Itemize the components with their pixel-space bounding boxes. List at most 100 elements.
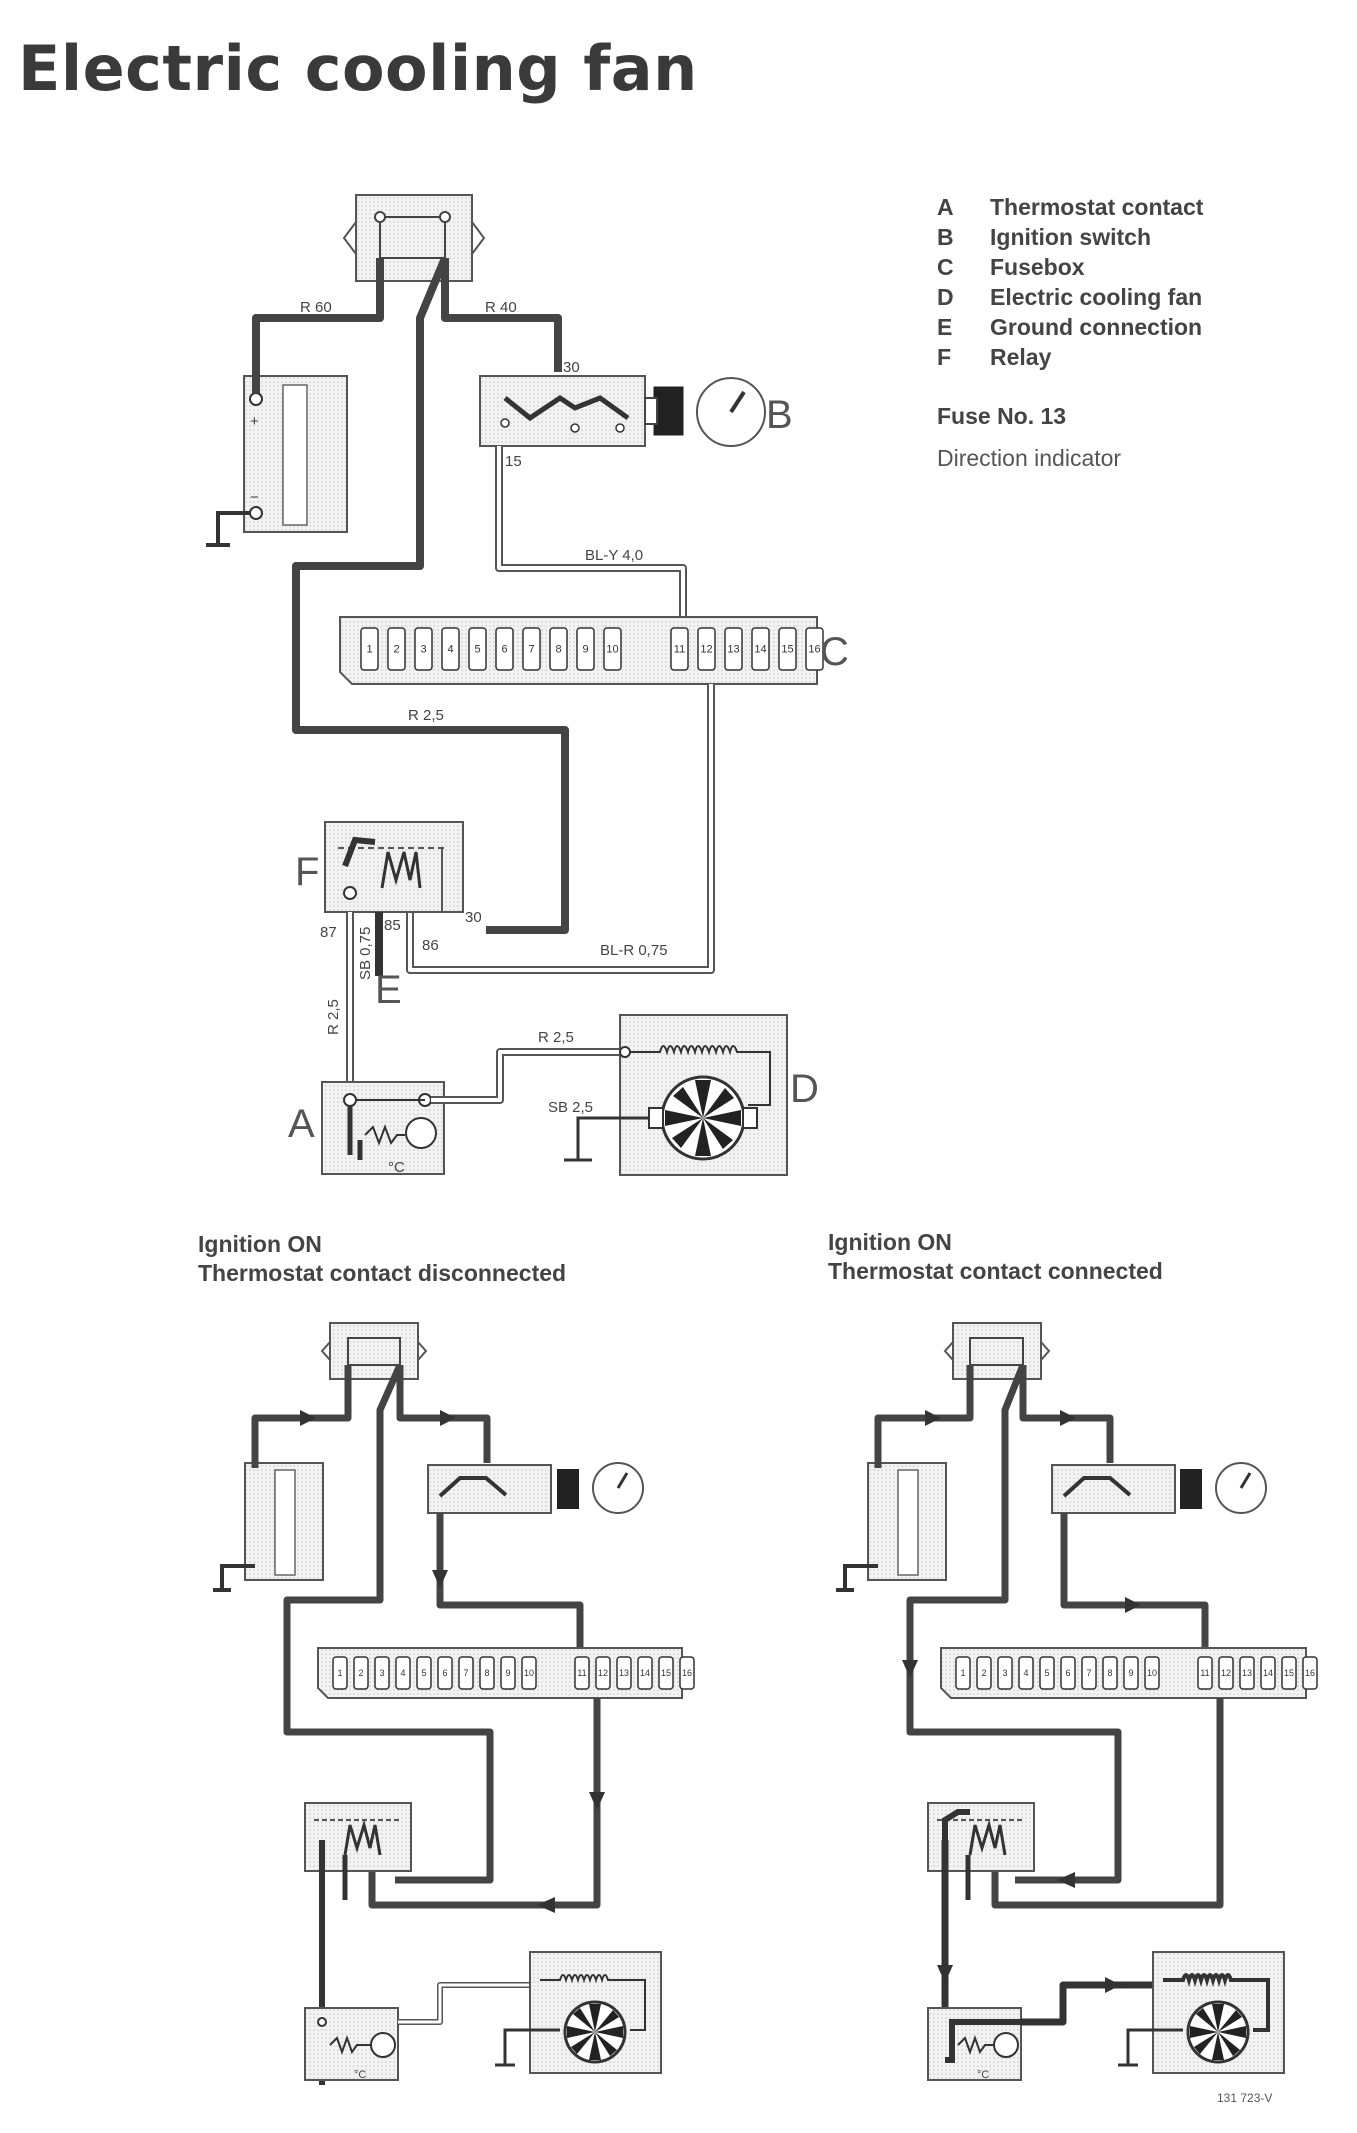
fuse-1 — [360, 627, 379, 671]
fuse-number: 4 — [1023, 1668, 1028, 1678]
connector-tab — [943, 1339, 954, 1363]
fuse-number: 10 — [1147, 1668, 1157, 1678]
ground-wire-sb25 — [564, 1116, 649, 1162]
relay-contact — [342, 836, 376, 868]
terminal-label-30-switch: 30 — [563, 359, 580, 376]
fuse-number: 12 — [598, 1668, 608, 1678]
component-label-f: F — [295, 850, 319, 894]
fuse-6 — [495, 627, 514, 671]
fuse-2 — [353, 1656, 369, 1690]
fuse-number: 14 — [1263, 1668, 1273, 1678]
fuse-number: 3 — [379, 1668, 384, 1678]
terminal — [343, 886, 357, 900]
legend-key: B — [937, 224, 954, 250]
legend-key: F — [937, 344, 952, 370]
caption-line: Thermostat contact connected — [828, 1258, 1163, 1284]
wire-label-sb25: SB 2,5 — [548, 1099, 593, 1116]
terminal — [500, 418, 510, 428]
fuse-number: 2 — [358, 1668, 363, 1678]
fuse-5 — [1039, 1656, 1055, 1690]
fuse-12 — [1218, 1656, 1234, 1690]
legend-key: D — [937, 284, 954, 310]
fuse-8 — [1102, 1656, 1118, 1690]
fan-brush — [742, 1107, 758, 1129]
wire-fuse-feed — [436, 1513, 584, 1648]
fuse-number: 7 — [463, 1668, 468, 1678]
key-cylinder — [1180, 1469, 1202, 1509]
wire-to-fan-inner — [398, 1983, 530, 2024]
key-cylinder — [557, 1469, 579, 1509]
fuse-1 — [955, 1656, 971, 1690]
switch-contacts — [1062, 1476, 1132, 1498]
fuse-number: 1 — [960, 1668, 965, 1678]
fuse-14 — [637, 1656, 653, 1690]
fuse-number: 8 — [555, 644, 561, 656]
fuse-number: 12 — [1221, 1668, 1231, 1678]
fuse-number: 8 — [484, 1668, 489, 1678]
fan-blades — [1190, 2004, 1246, 2060]
fuse-number: 3 — [420, 644, 426, 656]
component-label-a: A — [288, 1102, 315, 1146]
thermostat-symbol: °C — [977, 2069, 989, 2081]
wire-r25-fan-outer — [431, 1048, 620, 1104]
relay-coil — [343, 1819, 382, 1856]
fuse-4 — [395, 1656, 411, 1690]
wire-to-fan-outer — [398, 1982, 530, 2025]
fuse-label: Fuse No. 13 — [937, 403, 1067, 429]
legend-label: Ignition switch — [990, 224, 1151, 250]
battery-minus-sign: − — [250, 489, 259, 506]
fuse-9 — [576, 627, 595, 671]
ground-wire — [495, 2028, 560, 2067]
fan-motor-winding — [1163, 1973, 1270, 2032]
fuse-8 — [479, 1656, 495, 1690]
wire-r25-fan-inner — [431, 1050, 620, 1102]
switch-contacts — [438, 1476, 508, 1498]
battery-plus-sign: + — [250, 413, 259, 430]
component-label-d: D — [790, 1067, 819, 1111]
wire-fuse-feed — [1060, 1513, 1209, 1648]
fuse-3 — [414, 627, 433, 671]
terminal — [343, 1093, 357, 1107]
wire-r60 — [252, 258, 384, 393]
wire-fuse-to-relay — [991, 1698, 1224, 1909]
current-arrow — [1105, 1977, 1121, 1993]
fuse-number: 1 — [366, 644, 372, 656]
battery-terminal-plus — [249, 392, 263, 406]
relay-coil — [968, 1819, 1007, 1856]
fuse-9 — [500, 1656, 516, 1690]
current-arrow — [589, 1792, 605, 1810]
fuse-number: 9 — [1128, 1668, 1133, 1678]
switch-contacts — [503, 394, 630, 422]
fuse-15 — [1281, 1656, 1297, 1690]
fuse-11 — [574, 1656, 590, 1690]
fuse-3 — [374, 1656, 390, 1690]
current-arrow — [432, 1570, 448, 1588]
fuse-number: 13 — [619, 1668, 629, 1678]
fuse-2 — [387, 627, 406, 671]
wire-r40 — [441, 258, 562, 372]
wire-relay-feed — [283, 1363, 494, 1884]
wire-bly40-outer — [495, 446, 687, 616]
terminal-label-30-relay: 30 — [465, 909, 482, 926]
fuse-11 — [670, 627, 689, 671]
fuse-5 — [416, 1656, 432, 1690]
fan-blades — [665, 1080, 741, 1156]
fuse-7 — [522, 627, 541, 671]
fuse-number: 4 — [400, 1668, 405, 1678]
fuse-number: 6 — [442, 1668, 447, 1678]
fuse-number: 11 — [577, 1668, 586, 1678]
key-pointer — [1239, 1472, 1252, 1489]
connector-tab — [342, 219, 357, 257]
thermostat-symbol: °C — [354, 2069, 366, 2081]
caption-line: Ignition ON — [828, 1229, 952, 1255]
wire-r25-main — [292, 256, 569, 934]
fuse-6 — [1060, 1656, 1076, 1690]
legend-label: Thermostat contact — [990, 194, 1204, 220]
connector-block — [329, 1322, 419, 1380]
fuse-number: 15 — [661, 1668, 671, 1678]
legend-key: A — [937, 194, 954, 220]
wire-label-bly40: BL-Y 4,0 — [585, 547, 643, 564]
